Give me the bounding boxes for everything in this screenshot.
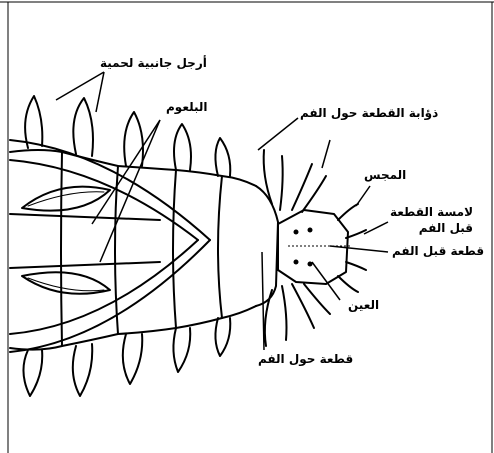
eye-dot (294, 230, 299, 235)
segment-line (218, 176, 222, 318)
label-peristomium-cirrus: ذؤابة القطعة حول الفم (300, 106, 438, 120)
leader-cirrus (258, 118, 298, 150)
peristomium-outline (256, 186, 278, 306)
label-peristomium: قطعة حول الفم (258, 352, 353, 366)
tentacle (346, 262, 366, 270)
gonad-vein (28, 192, 104, 206)
leader-eye (312, 262, 340, 300)
leader-palp (356, 186, 370, 206)
parapodium-upper (215, 138, 230, 176)
leader-parapodia (56, 72, 104, 100)
segment-line (61, 152, 62, 346)
leader-prostomium (330, 246, 388, 252)
label-prostomium-tentacle: لامسة القطعة قبل الفم (390, 204, 473, 236)
tentacle (346, 230, 366, 238)
leader-parapodia (96, 72, 104, 112)
pharynx-inner-upper (10, 160, 198, 240)
label-prostomium-tentacle-line1: لامسة القطعة (390, 204, 473, 220)
cirrus (304, 284, 330, 314)
cirrus (292, 284, 314, 328)
parapodium-lower (123, 334, 142, 384)
gut-band-upper (10, 214, 160, 220)
parapodium-lower (73, 344, 92, 396)
segment-line (115, 166, 118, 334)
label-palp: المجس (364, 168, 406, 182)
gut-band-lower (10, 262, 160, 268)
cirrus (280, 156, 283, 210)
label-prostomium-tentacle-line2: قبل الفم (390, 220, 473, 236)
leader-pharynx (92, 120, 160, 224)
parapodium-lower (215, 318, 230, 356)
label-pharynx: البلعوم (166, 100, 208, 114)
segment-line (173, 170, 176, 328)
leader-tentacle (364, 222, 388, 234)
parapodium-upper (174, 124, 191, 170)
parapodium-lower (23, 350, 42, 396)
gonad-upper (22, 187, 110, 211)
eye-dot (294, 260, 299, 265)
leader-cirrus (322, 140, 330, 168)
label-prostomium: قطعة قبل الفم (392, 244, 484, 258)
cirrus (282, 286, 287, 340)
label-parapodia: أرجل جانبية لحمية (100, 56, 207, 70)
parapodium-upper (73, 98, 93, 156)
leader-peristomium (262, 252, 264, 350)
parapodium-upper (25, 96, 42, 148)
label-eye: العين (348, 298, 379, 312)
eye-dot (308, 228, 313, 233)
palp (338, 276, 358, 292)
parapodium-upper (124, 112, 143, 166)
parapodium-lower (173, 328, 190, 372)
palp (338, 204, 358, 220)
body-upper-edge (10, 150, 256, 186)
